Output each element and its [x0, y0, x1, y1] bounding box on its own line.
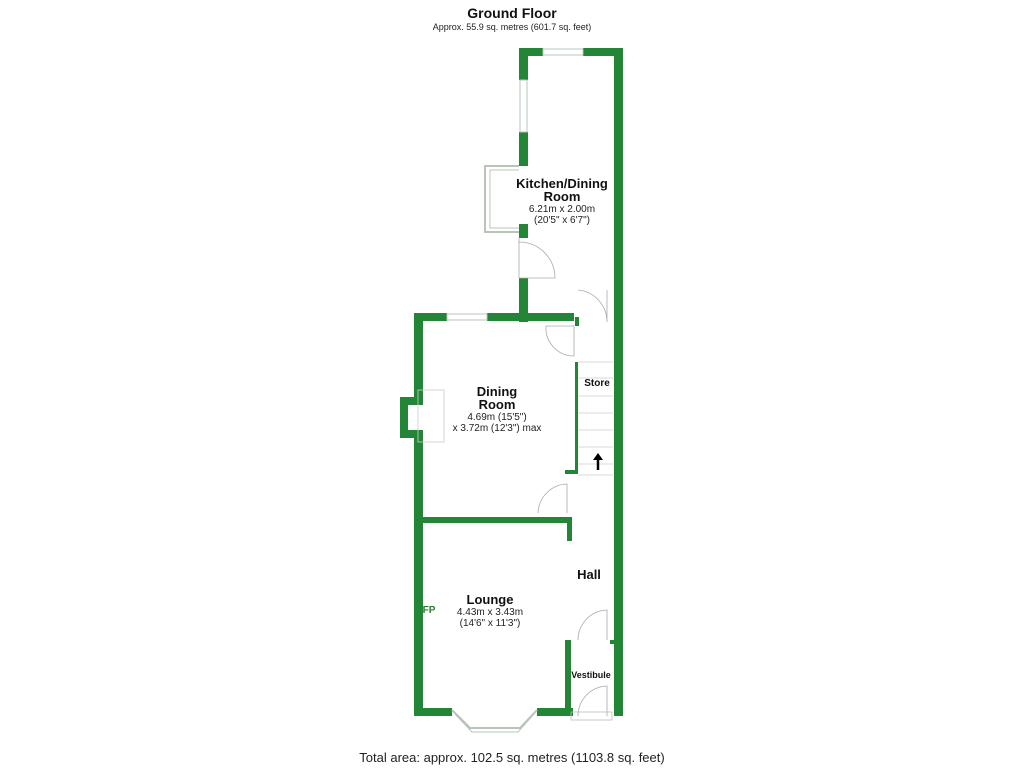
- room-hall: Hall: [577, 567, 601, 582]
- doors: [417, 238, 613, 721]
- windows: [446, 48, 584, 733]
- stairs: [578, 361, 613, 476]
- room-name: Room: [479, 397, 516, 412]
- fireplace-label: FP: [423, 605, 436, 616]
- room-kitchen: Kitchen/Dining Room 6.21m x 2.00m (20'5"…: [516, 176, 608, 226]
- total-area: Total area: approx. 102.5 sq. metres (11…: [359, 750, 665, 765]
- room-name: Dining: [477, 384, 517, 399]
- room-dimensions: (20'5" x 6'7"): [534, 215, 590, 226]
- room-vestibule: Vestibule: [571, 670, 611, 680]
- room-name: Lounge: [467, 592, 514, 607]
- room-dimensions: 6.21m x 2.00m: [529, 204, 595, 215]
- room-dimensions: x 3.72m (12'3") max: [453, 423, 542, 434]
- room-dimensions: 4.43m x 3.43m: [457, 607, 523, 618]
- room-name: Room: [544, 189, 581, 204]
- room-dimensions: (14'6" x 11'3"): [460, 618, 521, 629]
- room-dining: Dining Room 4.69m (15'5") x 3.72m (12'3"…: [453, 384, 542, 434]
- room-dimensions: 4.69m (15'5"): [467, 412, 526, 423]
- room-name: Kitchen/Dining: [516, 176, 608, 191]
- walls: [400, 48, 623, 716]
- floor-area-subtitle: Approx. 55.9 sq. metres (601.7 sq. feet): [432, 22, 592, 32]
- stair-arrow-icon: [593, 453, 603, 470]
- room-store: Store: [584, 378, 610, 389]
- floor-title: Ground Floor: [467, 5, 557, 21]
- room-lounge: Lounge 4.43m x 3.43m (14'6" x 11'3"): [457, 592, 523, 629]
